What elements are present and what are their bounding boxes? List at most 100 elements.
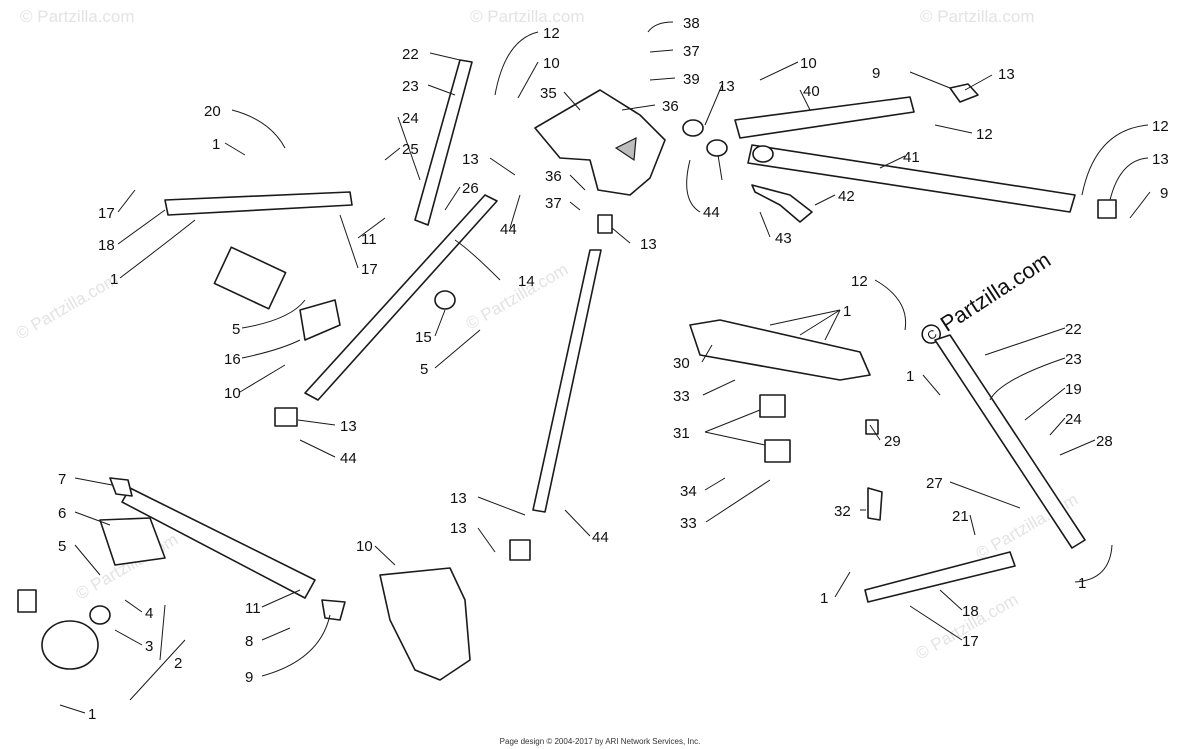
tube-bar-8: [121, 487, 316, 599]
callout-7: 7: [58, 471, 66, 488]
watermark-text: © Partzilla.com: [13, 270, 122, 344]
bracket-bar-23: [414, 59, 473, 226]
callout-1: 1: [88, 706, 96, 723]
callout-13: 13: [450, 490, 467, 507]
callout-2: 2: [174, 655, 182, 672]
callout-24: 24: [1065, 411, 1082, 428]
callout-39: 39: [683, 71, 700, 88]
callout-23: 23: [1065, 351, 1082, 368]
callout-44: 13: [450, 520, 467, 537]
cap-part: [752, 145, 774, 163]
bracket-16: [299, 299, 341, 341]
bracket-bar-23: [934, 334, 1086, 549]
parts-layer: [17, 59, 1117, 681]
callout-37: 37: [545, 195, 562, 212]
callout-41: 41: [903, 149, 920, 166]
callout-9: 8: [245, 633, 253, 650]
callout-20: 20: [204, 103, 221, 120]
callout-28: 28: [1096, 433, 1113, 450]
callout-1: 1: [820, 590, 828, 607]
callout-13: 13: [718, 78, 735, 95]
callout-38: 38: [683, 15, 700, 32]
callout-17: 17: [98, 205, 115, 222]
clip-29: [865, 419, 879, 435]
steering-head-part: [534, 89, 666, 196]
watermark-text: © Partzilla.com: [913, 590, 1022, 664]
callout-1: 1: [1078, 575, 1086, 592]
callout-17: 17: [962, 633, 979, 650]
callout-24: 24: [402, 110, 419, 127]
callout-10: 10: [224, 385, 241, 402]
callout-8: 11: [245, 600, 261, 617]
callout-27: 27: [926, 475, 943, 492]
cap-7: [109, 477, 133, 497]
module-part: [213, 246, 287, 310]
callout-5: 5: [58, 538, 66, 555]
callout-labels: 38 37 39 36 35 12 10 22 23 24 25 26 20 1…: [58, 15, 1169, 723]
bushing-part: [597, 214, 613, 234]
watermark-text: © Partzilla.com: [20, 7, 135, 26]
callout-5: 5: [420, 361, 428, 378]
ignition-bracket-30: [689, 319, 871, 381]
watermark-text: © Partzilla.com: [470, 7, 585, 26]
connector-part: [17, 589, 37, 613]
callout-9: 9: [1160, 185, 1168, 202]
bracket-bar-18: [164, 191, 353, 216]
callout-11: 11: [361, 231, 377, 248]
callout-4: 4: [145, 605, 153, 622]
callout-6: 6: [58, 505, 66, 522]
brand-watermark-text: Partzilla.com: [936, 247, 1055, 337]
callout-30: 30: [673, 355, 690, 372]
callout-34: 34: [680, 483, 697, 500]
brand-watermark: C Partzilla.com: [921, 247, 1055, 344]
callout-29: 29: [884, 433, 901, 450]
callout-11: 10: [356, 538, 373, 555]
callout-10: 10: [800, 55, 817, 72]
callout-32: 32: [834, 503, 851, 520]
callout-18: 18: [962, 603, 979, 620]
clamp-13: [274, 407, 298, 427]
callout-22: 22: [402, 46, 419, 63]
callout-13: 13: [462, 151, 479, 168]
cap-part: [1097, 199, 1117, 219]
callout-37: 37: [683, 43, 700, 60]
boot-32: [867, 487, 883, 521]
callout-1: 1: [110, 271, 118, 288]
arrow-marker-icon: [614, 136, 637, 162]
callout-1: 1: [906, 368, 914, 385]
callout-22: 22: [1065, 321, 1082, 338]
callout-23: 23: [402, 78, 419, 95]
callout-9: 9: [872, 65, 880, 82]
callout-44: 44: [703, 204, 720, 221]
callout-31: 31: [673, 425, 690, 442]
callout-18: 18: [98, 237, 115, 254]
callout-36: 36: [545, 168, 562, 185]
callout-10: 10: [543, 55, 560, 72]
frame-part: [379, 567, 471, 681]
callout-3: 3: [145, 638, 153, 655]
callout-13: 13: [1152, 151, 1169, 168]
callout-36: 36: [662, 98, 679, 115]
callout-1: 1: [212, 136, 220, 153]
callout-26: 26: [462, 180, 479, 197]
callout-35: 35: [540, 85, 557, 102]
callout-12: 12: [976, 126, 993, 143]
callout-1: 1: [843, 303, 851, 320]
steering-column-tube: [532, 249, 602, 513]
cap-15: [434, 290, 456, 310]
clamp-13: [509, 539, 531, 561]
coil-31: [759, 394, 786, 418]
callout-25: 25: [402, 141, 419, 158]
cap-part: [706, 139, 728, 157]
callout-40: 40: [803, 83, 820, 100]
callout-44: 44: [340, 450, 357, 467]
leader-lines: [59, 21, 1151, 714]
cap-part: [949, 83, 979, 103]
bracket-42: [751, 184, 813, 223]
callout-12: 12: [851, 273, 868, 290]
steering-column-tube: [304, 194, 498, 401]
bracket-bar-18: [864, 551, 1016, 603]
cap-7: [321, 599, 346, 621]
watermark-text: © Partzilla.com: [463, 260, 572, 334]
callout-43: 43: [775, 230, 792, 247]
